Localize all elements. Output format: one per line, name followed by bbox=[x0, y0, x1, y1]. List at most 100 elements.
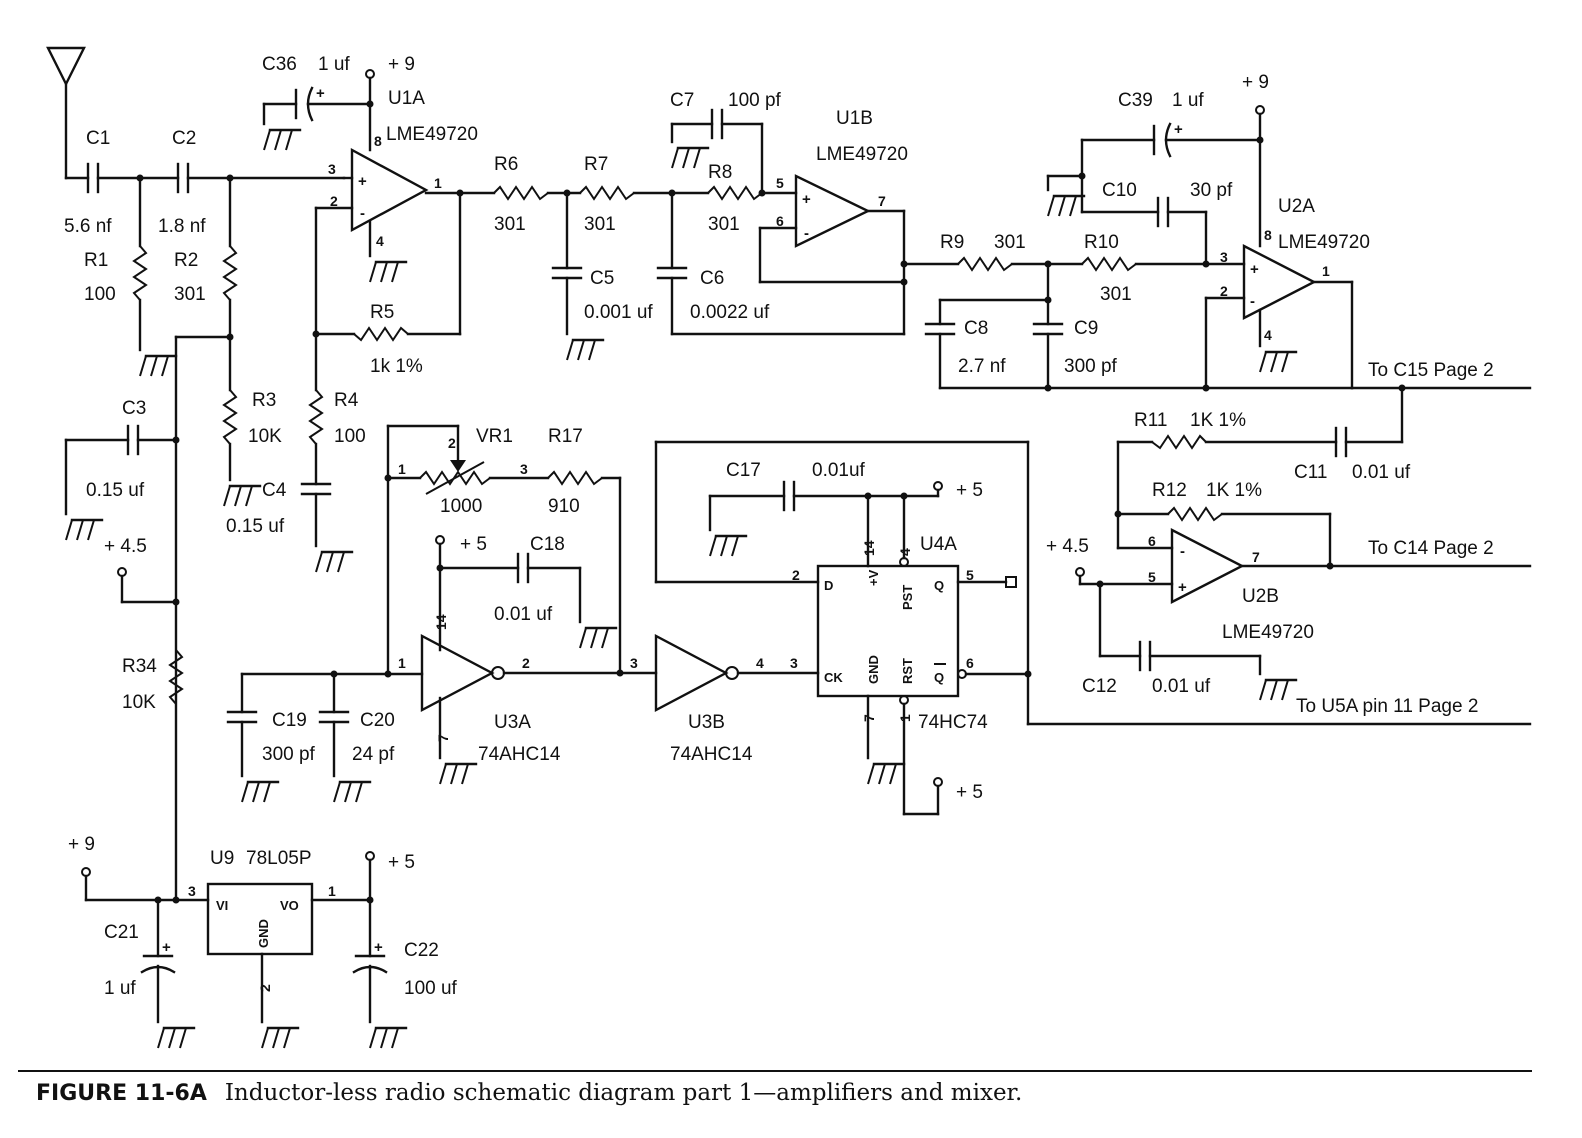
capacitor-c6: C6 0.0022 uf bbox=[656, 191, 906, 336]
value-r7: 301 bbox=[584, 214, 616, 235]
label-p5-u3a: + 5 bbox=[460, 534, 487, 555]
label-p45-left: + 4.5 bbox=[104, 536, 147, 557]
svg-text:2: 2 bbox=[792, 567, 800, 583]
svg-text:2: 2 bbox=[522, 655, 530, 671]
resistor-r1: R1 100 bbox=[84, 176, 178, 378]
svg-text:7: 7 bbox=[435, 734, 451, 742]
part-u2a: LME49720 bbox=[1278, 232, 1370, 253]
svg-text:PST: PST bbox=[900, 585, 915, 610]
label-r11: R11 bbox=[1134, 410, 1167, 431]
label-c17: C17 bbox=[726, 460, 761, 481]
capacitor-c11: C11 0.01 uf bbox=[1204, 386, 1411, 483]
label-u3b: U3B bbox=[688, 712, 725, 733]
capacitor-c19: C19 300 pf bbox=[226, 672, 316, 804]
resistor-r34: R34 10K bbox=[122, 649, 184, 713]
capacitor-c12: C12 0.01 uf bbox=[1082, 582, 1298, 702]
value-c9: 300 pf bbox=[1064, 356, 1118, 377]
label-u4a: U4A bbox=[920, 534, 957, 555]
label-c1: C1 bbox=[86, 128, 110, 149]
svg-text:4: 4 bbox=[756, 655, 764, 671]
feedback-qbar-d bbox=[654, 440, 1532, 726]
value-r4: 100 bbox=[334, 426, 366, 447]
part-u3a: 74AHC14 bbox=[478, 744, 561, 765]
svg-text:3: 3 bbox=[630, 655, 638, 671]
svg-text:14: 14 bbox=[433, 614, 449, 630]
label-p9-u2a: + 9 bbox=[1242, 72, 1269, 93]
label-vr1: VR1 bbox=[476, 426, 513, 447]
resistor-r4: R4 100 bbox=[308, 389, 366, 486]
svg-text:6: 6 bbox=[966, 655, 974, 671]
part-u4a: 74HC74 bbox=[918, 712, 988, 733]
svg-text:7: 7 bbox=[861, 714, 877, 722]
label-c11: C11 bbox=[1294, 462, 1327, 483]
capacitor-c39: + C39 1 uf bbox=[1046, 90, 1262, 218]
inverter-u3b: 3 4 3 U3B 74AHC14 bbox=[630, 634, 820, 765]
label-c3: C3 bbox=[122, 398, 146, 419]
resistor-r8: R8 301 bbox=[707, 162, 798, 235]
svg-text:7: 7 bbox=[878, 193, 886, 209]
svg-text:1: 1 bbox=[434, 175, 442, 191]
part-u1a: LME49720 bbox=[386, 124, 478, 145]
label-c22: C22 bbox=[404, 940, 439, 961]
output-u5a-label: To U5A pin 11 Page 2 bbox=[1296, 696, 1478, 717]
part-u3b: 74AHC14 bbox=[670, 744, 753, 765]
label-c9: C9 bbox=[1074, 318, 1098, 339]
label-u1a: U1A bbox=[388, 88, 425, 109]
label-c12: C12 bbox=[1082, 676, 1117, 697]
value-c3: 0.15 uf bbox=[86, 480, 145, 501]
value-c5: 0.001 uf bbox=[584, 302, 653, 323]
regulator-u9: VI VO GND 3 1 2 U9 78L05P bbox=[188, 848, 372, 1050]
svg-text:D: D bbox=[824, 578, 833, 593]
rail-p5-u3a: + 5 bbox=[435, 534, 487, 652]
svg-text:2: 2 bbox=[448, 435, 456, 451]
value-c22: 100 uf bbox=[404, 978, 458, 999]
label-p5-c17: + 5 bbox=[956, 480, 983, 501]
resistor-r17: R17 910 bbox=[547, 426, 622, 676]
svg-text:1: 1 bbox=[1322, 263, 1330, 279]
value-r6: 301 bbox=[494, 214, 526, 235]
label-r4: R4 bbox=[334, 390, 359, 411]
svg-text:-: - bbox=[1250, 293, 1255, 310]
svg-text:-: - bbox=[360, 205, 365, 222]
svg-text:1: 1 bbox=[328, 883, 336, 899]
part-u1b: LME49720 bbox=[816, 144, 908, 165]
label-c6: C6 bbox=[700, 268, 724, 289]
svg-text:RST: RST bbox=[900, 658, 915, 684]
value-r5: 1k 1% bbox=[370, 356, 423, 377]
svg-text:GND: GND bbox=[866, 655, 881, 684]
label-c21: C21 bbox=[104, 922, 139, 943]
label-r9: R9 bbox=[940, 232, 964, 253]
svg-text:5: 5 bbox=[966, 567, 974, 583]
caption-divider bbox=[18, 1070, 1532, 1072]
figure-number: FIGURE 11-6A bbox=[36, 1081, 207, 1106]
capacitor-c21: + C21 1 uf bbox=[104, 898, 196, 1050]
figure-caption-text: Inductor-less radio schematic diagram pa… bbox=[224, 1080, 1023, 1106]
resistor-r10: R10 301 bbox=[1081, 232, 1246, 305]
svg-text:3: 3 bbox=[188, 883, 196, 899]
svg-text:2: 2 bbox=[1220, 283, 1228, 299]
svg-text:4: 4 bbox=[1264, 327, 1272, 343]
label-u3a: U3A bbox=[494, 712, 531, 733]
svg-text:+: + bbox=[374, 939, 383, 956]
value-r2: 301 bbox=[174, 284, 206, 305]
label-r2: R2 bbox=[174, 250, 198, 271]
value-c20: 24 pf bbox=[352, 744, 395, 765]
label-r8: R8 bbox=[708, 162, 732, 183]
capacitor-c7: C7 100 pf bbox=[670, 90, 782, 195]
resistor-r9: R9 301 bbox=[902, 232, 1084, 272]
opamp-u1a: + - 3 2 1 8 4 U1A LME49720 bbox=[314, 88, 478, 284]
svg-text:2: 2 bbox=[257, 984, 273, 992]
figure-caption: FIGURE 11-6A Inductor-less radio schemati… bbox=[36, 1080, 1022, 1106]
svg-text:8: 8 bbox=[374, 133, 382, 149]
label-c5: C5 bbox=[590, 268, 614, 289]
value-r3: 10K bbox=[248, 426, 282, 447]
svg-text:4: 4 bbox=[376, 233, 384, 249]
resistor-r12: R12 1K 1% bbox=[1116, 480, 1332, 568]
label-r6: R6 bbox=[494, 154, 518, 175]
value-c39: 1 uf bbox=[1172, 90, 1204, 111]
label-u2a: U2A bbox=[1278, 196, 1315, 217]
label-r3: R3 bbox=[252, 390, 276, 411]
potentiometer-vr1: 1 2 3 VR1 1000 bbox=[386, 424, 550, 676]
svg-text:VO: VO bbox=[280, 898, 299, 913]
